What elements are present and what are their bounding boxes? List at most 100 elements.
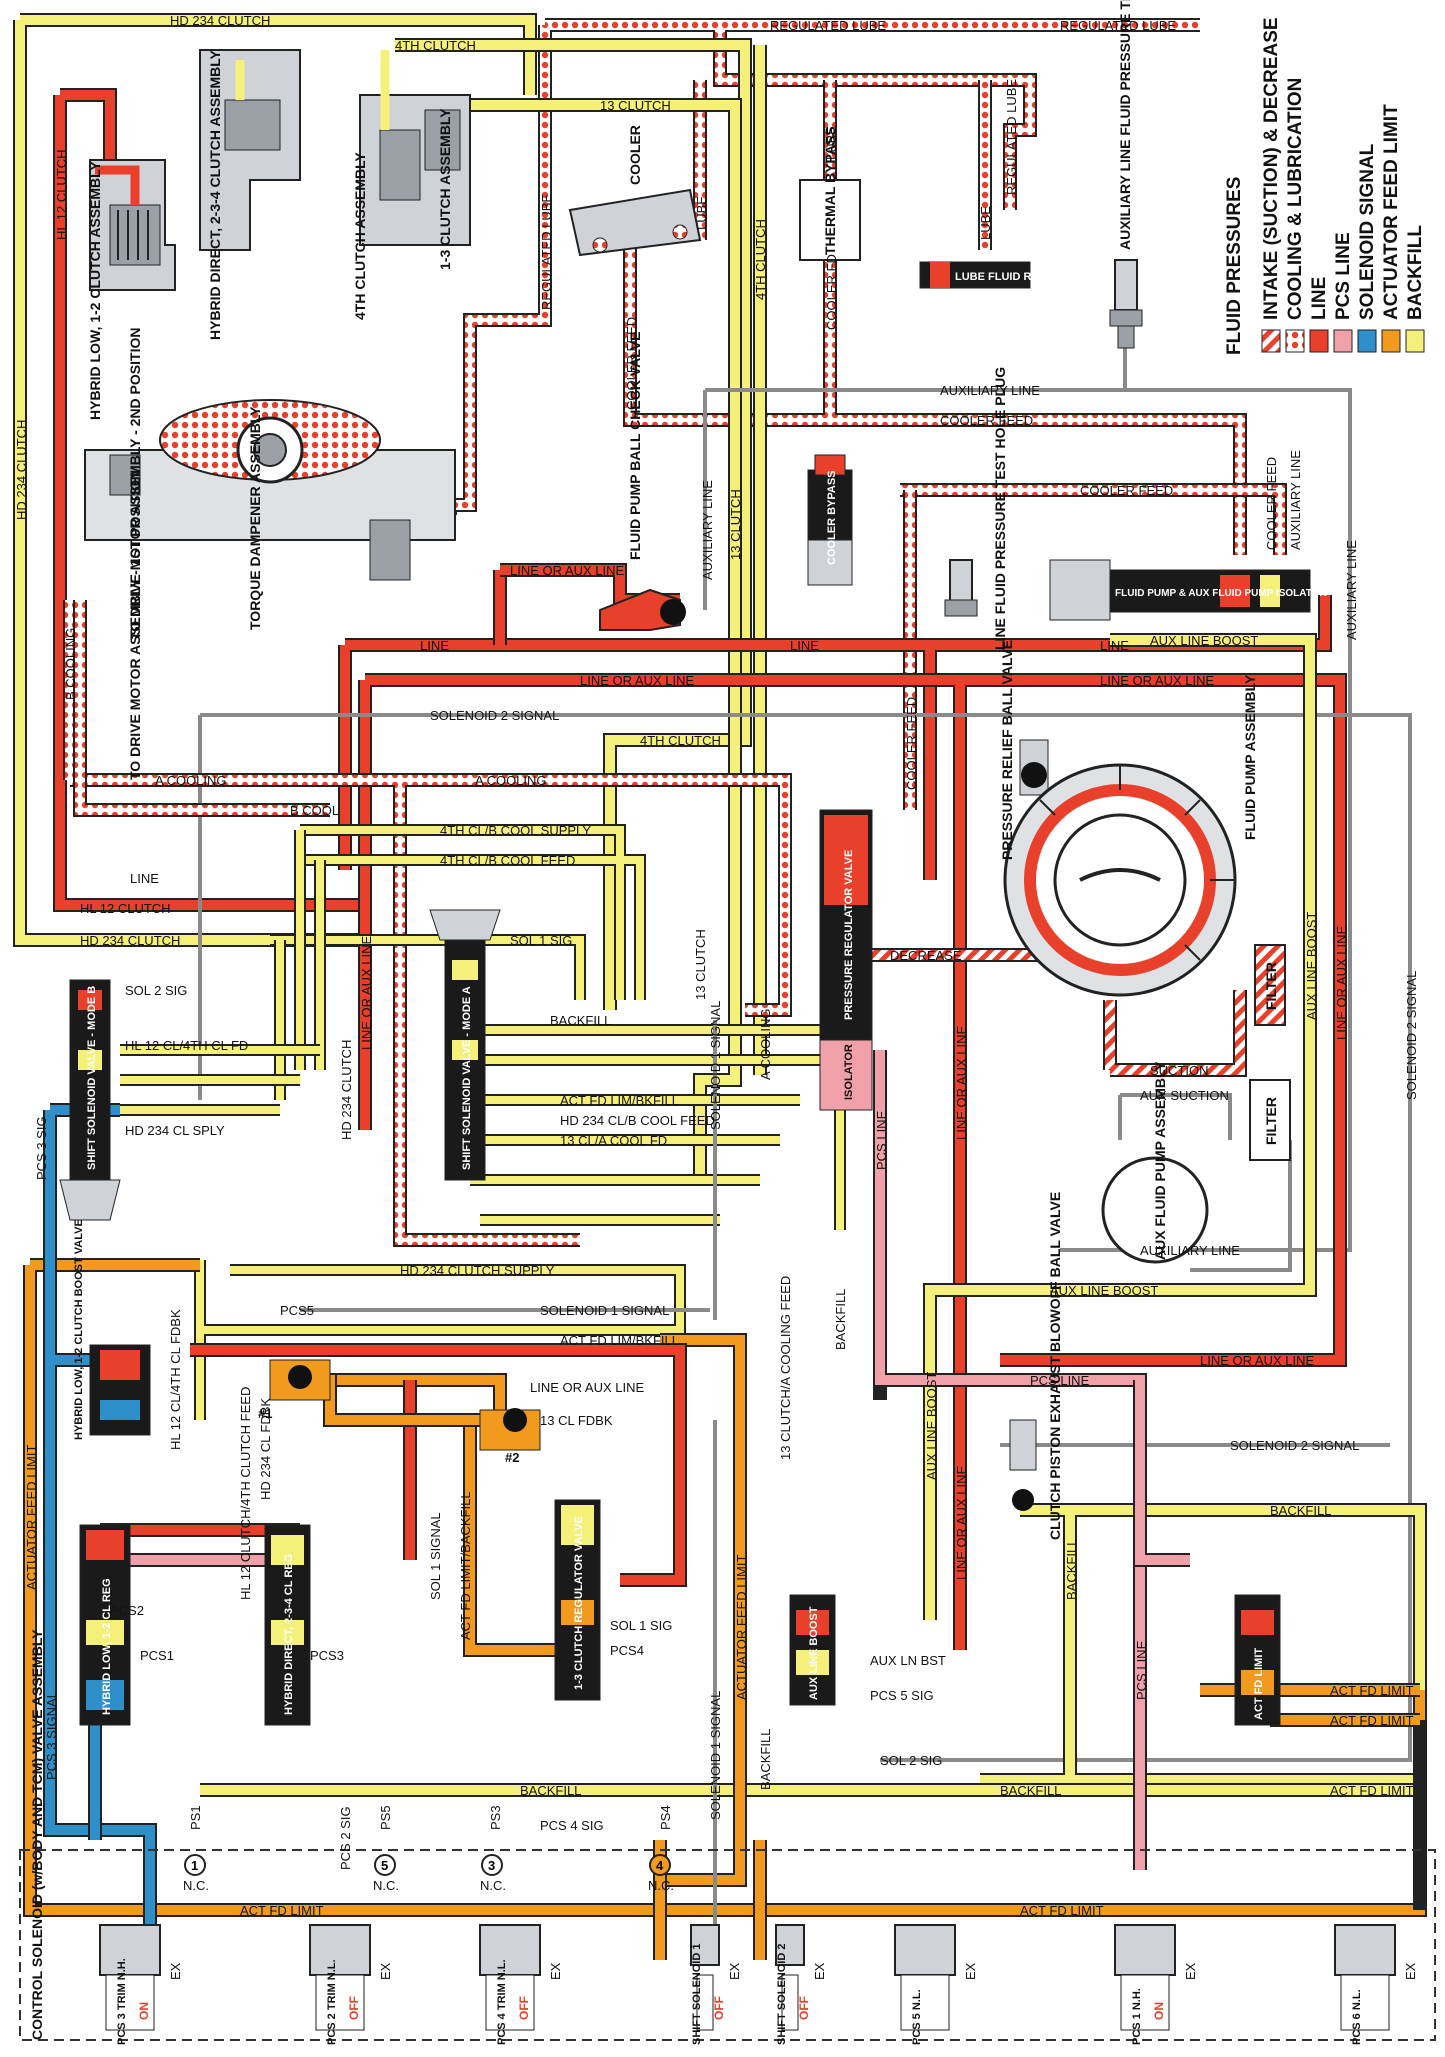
pressure-switch-nc-1: N.C. <box>183 1878 209 1893</box>
control-solenoid-body <box>19 1849 1436 2041</box>
pressure-switch-5 <box>374 1854 396 1876</box>
solenoid-name-3: SHIFT SOLENOID 1 <box>691 1944 703 2045</box>
label-auxiliary-line: AUXILIARY LINE <box>940 383 1040 398</box>
label-line-or-aux-h: LINE OR AUX LINE <box>1200 1353 1314 1368</box>
legend-label-4: SOLENOID SIGNAL <box>1357 143 1378 320</box>
filter <box>1249 944 1291 1161</box>
label-cooler-feed-r: COOLER FEED <box>1264 457 1279 550</box>
label-lube-2: LUBE <box>824 126 839 160</box>
label-hl12-clutch-h: HL 12 CLUTCH <box>80 901 171 916</box>
pressure-switch-4 <box>649 1854 671 1876</box>
assembly-torque-dampener: TORQUE DAMPENER ASSEMBLY <box>247 406 263 630</box>
legend-label-3: PCS LINE <box>1333 232 1354 320</box>
solenoid-exhaust-1: EX <box>378 1962 393 1980</box>
label-aux-line-boost-v2: AUX LINE BOOST <box>924 1372 939 1480</box>
solenoid-state-4: OFF <box>797 1996 811 2020</box>
auxiliary-line-passage <box>703 388 1352 1252</box>
label-pcs3-sig: PCS 3 SIG <box>34 1116 49 1180</box>
label-pcs4: PCS4 <box>610 1643 644 1658</box>
label-aux-line-boost-v: AUX LINE BOOST <box>1304 912 1319 1020</box>
assembly-aux-test-plug: AUXILIARY LINE FLUID PRESSURE TEST HOLE … <box>1117 0 1133 250</box>
solenoid-exhaust-5: EX <box>963 1962 978 1980</box>
label-hd234-cl-fdbk: HD 234 CL FDBK <box>258 1398 273 1500</box>
pressure-regulator-valve <box>819 809 873 1111</box>
pressure-switch-num-5: 5 <box>381 1858 388 1873</box>
components <box>19 49 1436 2041</box>
shift-solenoid-valve-mode-b <box>59 979 121 1221</box>
valve-cl13-reg: 1-3 CLUTCH REGULATOR VALVE <box>573 1516 585 1690</box>
label-auxiliary-line-r2: AUXILIARY LINE <box>1344 540 1359 640</box>
label-hl12-4th-fd: HL 12 CL/4TH CL FD <box>125 1038 248 1053</box>
auxiliary-line-test-plug <box>1109 259 1143 349</box>
solenoid-name-7: PCS 6 N.L. <box>1351 1989 1363 2045</box>
assembly-fluid-pump-check: FLUID PUMP BALL CHECK VALVE <box>627 332 643 560</box>
label-pcs4-sig: PCS 4 SIG <box>540 1818 604 1833</box>
label-actuator-feed-limit-2: ACTUATOR FEED LIMIT <box>734 1555 749 1700</box>
label-b-cool: B COOL <box>290 803 339 818</box>
assembly-line-test-plug: LINE FLUID PRESSURE TEST HOLE PLUG <box>992 367 1008 650</box>
legend-title: FLUID PRESSURES <box>1224 177 1245 355</box>
hybrid-low-12-boost-valve <box>89 1344 151 1436</box>
hybrid-low-12-cl-reg-valve <box>79 1524 131 1726</box>
label-act-fd-lim-bkfill: ACT FD LIM/BKFILL <box>560 1093 679 1108</box>
fluid-pump-ball-check-valve <box>599 588 686 631</box>
legend-swatch-0 <box>1261 329 1281 353</box>
label-line-or-aux-3: LINE OR AUX LINE <box>1100 673 1214 688</box>
label-pcs-line-v: PCS LINE <box>874 1110 889 1170</box>
label-hd234-clutch-h: HD 234 CLUTCH <box>80 933 180 948</box>
label-act-fd-limit-h2: ACT FD LIMIT <box>1020 1903 1104 1918</box>
cooler <box>568 188 702 257</box>
pressure-switch-1 <box>184 1854 206 1876</box>
label-hd234-clutch-left: HD 234 CLUTCH <box>14 420 29 520</box>
legend-label-2: LINE <box>1309 277 1330 320</box>
valve-isolator: ISOLATOR <box>843 1044 855 1100</box>
solenoid-exhaust-4: EX <box>812 1962 827 1980</box>
solenoid-name-2: PCS 4 TRIM N.L. <box>496 1959 508 2045</box>
assembly-hybrid-low-12: HYBRID LOW, 1-2 CLUTCH ASSEMBLY <box>87 161 103 420</box>
label-sol1-sig-a: SOL 1 SIG <box>510 933 572 948</box>
label-actuator-feed-limit: ACTUATOR FEED LIMIT <box>24 1445 39 1590</box>
label-regulated-lube-1: REGULATED LUBE <box>770 18 886 33</box>
solenoid-exhaust-7: EX <box>1403 1962 1418 1980</box>
label-solenoid2-1: SOLENOID 2 SIGNAL <box>430 708 559 723</box>
valve-pump-aux-iso: FLUID PUMP & AUX FLUID PUMP ISOLATOR <box>1115 588 1327 599</box>
regulated-lube-passage <box>538 18 1200 210</box>
pressure-switch-3 <box>481 1854 503 1876</box>
label-pcs5-sig: PCS 5 SIG <box>870 1688 934 1703</box>
clutch13-regulator-valve <box>554 1499 601 1701</box>
valve-shift-mode-a: SHIFT SOLENOID VALVE - MODE A <box>461 986 473 1170</box>
label-aux-line-boost-1: AUX LINE BOOST <box>1150 633 1258 648</box>
hybrid-direct-234-clutch-assembly <box>199 49 301 251</box>
label-hd234-clutch-top: HD 234 CLUTCH <box>170 13 270 28</box>
label-13-clutch-top: 13 CLUTCH <box>600 98 671 113</box>
label-line-1: LINE <box>420 638 449 653</box>
fluid-passages <box>13 13 1427 1960</box>
fourth-and-13-clutch-assembly <box>359 50 471 246</box>
assembly-cooler: COOLER <box>627 125 643 185</box>
label-ps4: PS4 <box>658 1805 673 1830</box>
legend-label-6: BACKFILL <box>1405 225 1426 320</box>
assembly-pressure-relief: PRESSURE RELIEF BALL VALVE <box>999 640 1015 860</box>
solenoid-exhaust-2: EX <box>548 1962 563 1980</box>
label-regulated-lube-r: REGULATED LUBE <box>1004 79 1019 195</box>
backfill-right-passage <box>980 1503 1427 1790</box>
check-ball-2 <box>479 1408 541 1451</box>
label-act-fd-lim-bkfill-2: ACT FD LIM/BKFILL <box>560 1333 679 1348</box>
label-act-fd-limit-h: ACT FD LIMIT <box>240 1903 324 1918</box>
assembly-clutch-blowoff: CLUTCH PISTON EXHAUST BLOWOFF BALL VALVE <box>1047 1192 1063 1540</box>
label-ps1: PS1 <box>188 1805 203 1830</box>
label-line-or-aux-2: LINE OR AUX LINE <box>580 673 694 688</box>
label-auxiliary-line-v: AUXILIARY LINE <box>700 480 715 580</box>
label-aux-line-boost-2: AUX LINE BOOST <box>1050 1283 1158 1298</box>
valve-cooler-bypass: COOLER BYPASS <box>826 470 838 565</box>
pressure-switch-num-1: 1 <box>191 1858 198 1873</box>
label-solenoid1-low: SOLENOID 1 SIGNAL <box>708 1691 723 1820</box>
clutch-piston-blowoff-valve <box>1009 1419 1037 1511</box>
label-cooler-feed-h: COOLER FEED <box>940 413 1033 428</box>
label-sol2-sig: SOL 2 SIG <box>125 983 187 998</box>
assembly-drive-motor-2nd: TO DRIVE MOTOR ASSEMBLY - 2ND POSITION <box>127 328 143 640</box>
